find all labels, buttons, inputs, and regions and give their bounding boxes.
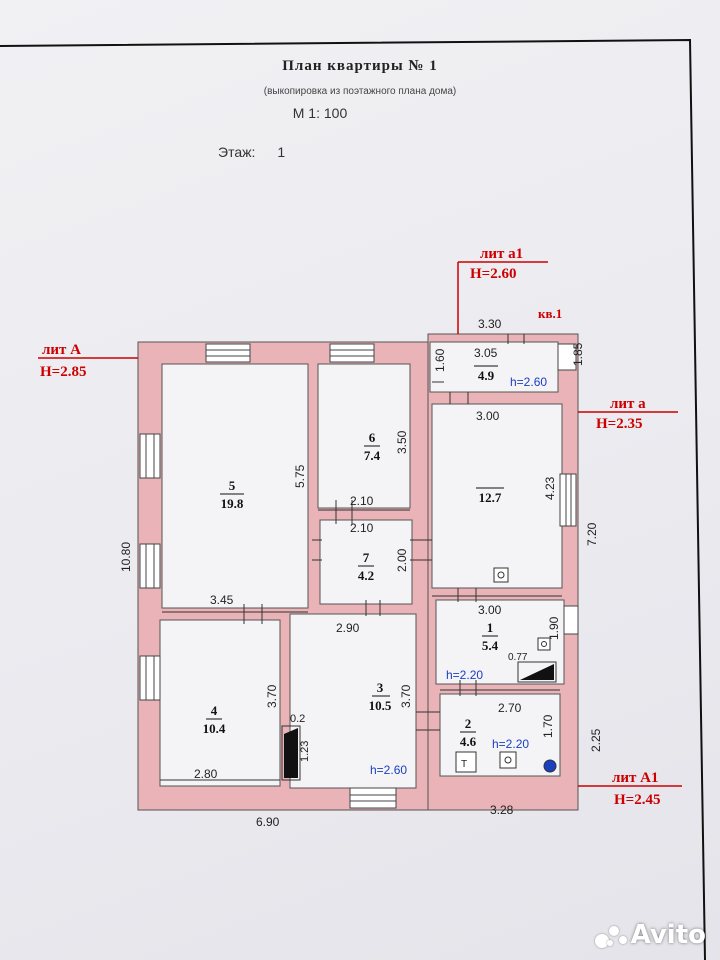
dim-2-00: 2.00 — [395, 548, 409, 572]
height-room-2: h=2.20 — [492, 737, 529, 751]
room-5-number: 5 — [229, 478, 236, 493]
liter-A1-name: лит А1 — [612, 770, 659, 786]
windows — [139, 343, 579, 809]
dim-0-77: 0.77 — [508, 652, 528, 663]
dim-5-75: 5.75 — [293, 464, 307, 488]
room-7-number: 7 — [363, 550, 370, 565]
liter-leaders — [38, 261, 682, 787]
dim-3-30: 3.30 — [478, 317, 502, 331]
room-4-9-area — [429, 341, 559, 393]
liter-a1-name: лит а1 — [480, 246, 523, 262]
room-7-area-value: 4.2 — [358, 568, 374, 583]
doors — [243, 334, 525, 731]
dim-2-80: 2.80 — [194, 767, 218, 781]
rooms-interior — [159, 341, 565, 789]
dim-4-23: 4.23 — [543, 476, 557, 500]
room-4-area-value: 10.4 — [203, 721, 226, 736]
dim-0-2: 0.2 — [290, 713, 305, 725]
room-4-area — [159, 619, 281, 787]
window-lines — [145, 349, 572, 802]
boiler-icon — [493, 567, 509, 583]
room-4-number: 4 — [211, 703, 218, 718]
room-5-area-value: 19.8 — [221, 496, 244, 511]
floor-label: Этаж: — [218, 144, 256, 160]
dim-2-70: 2.70 — [498, 701, 522, 715]
liter-a-name: лит а — [610, 396, 646, 412]
height-room-1: h=2.20 — [446, 668, 483, 682]
room-5-area — [161, 363, 309, 609]
liter-A1-height: Н=2.45 — [614, 792, 660, 808]
dim-6-90: 6.90 — [256, 815, 280, 829]
room-3-area-value: 10.5 — [369, 698, 392, 713]
dimension-labels: 3.30 3.05 1.60 1.85 3.00 4.23 7.20 3.00 … — [119, 317, 603, 829]
room-6-area — [317, 363, 411, 509]
dim-3-00-top: 3.00 — [476, 409, 500, 423]
height-room-3: h=2.60 — [370, 763, 407, 777]
liter-a-height: Н=2.35 — [596, 416, 642, 432]
room-7-area — [319, 519, 413, 605]
avito-logo-icon — [594, 924, 629, 948]
liter-a1-height: Н=2.60 — [470, 266, 516, 282]
dim-10-80: 10.80 — [119, 542, 133, 572]
chimney-icon — [284, 728, 298, 778]
dim-1-23: 1.23 — [299, 741, 311, 762]
dim-3-50: 3.50 — [395, 430, 409, 454]
floor-value: 1 — [277, 144, 286, 160]
dim-7-20: 7.20 — [585, 522, 599, 546]
dim-3-70-left: 3.70 — [265, 684, 279, 708]
room-label-underlines — [206, 365, 504, 733]
toilet-icon — [455, 751, 477, 773]
dim-1-90: 1.90 — [547, 616, 561, 640]
sink-icon — [537, 637, 551, 651]
avito-text: Avito — [630, 920, 706, 950]
height-room-4-9: h=2.60 — [510, 375, 547, 389]
dim-1-60: 1.60 — [433, 348, 447, 372]
room-1-number: 1 — [487, 620, 494, 635]
dim-2-10-upper: 2.10 — [350, 494, 374, 508]
avito-watermark: Avito — [594, 920, 706, 950]
room-3-number: 3 — [377, 680, 384, 695]
room-4-9-area-value: 4.9 — [478, 368, 495, 383]
room-6-number: 6 — [369, 430, 376, 445]
plan-scale: М 1: 100 — [292, 105, 348, 121]
dim-2-25: 2.25 — [589, 728, 603, 752]
fixtures — [281, 567, 557, 781]
dim-3-70-right: 3.70 — [399, 684, 413, 708]
dim-2-90: 2.90 — [336, 621, 360, 635]
dim-3-45: 3.45 — [210, 593, 234, 607]
room-2-area-value: 4.6 — [460, 734, 477, 749]
floor-line: Этаж: 1 — [218, 144, 285, 160]
room-12-7-area-value: 12.7 — [479, 490, 502, 505]
dim-3-28: 3.28 — [490, 803, 514, 817]
room-1-area-value: 5.4 — [482, 638, 499, 653]
room-12-7-area — [431, 403, 563, 589]
stove-icon — [520, 664, 554, 680]
dim-3-00-bottom: 3.00 — [478, 603, 502, 617]
room-2-number: 2 — [465, 716, 472, 731]
dim-2-10-lower: 2.10 — [350, 521, 374, 535]
liter-A-name: лит А — [42, 342, 81, 358]
dim-3-05: 3.05 — [474, 346, 498, 360]
dim-1-70: 1.70 — [541, 714, 555, 738]
room-6-area-value: 7.4 — [364, 448, 381, 463]
water-heater-icon — [499, 751, 517, 769]
apartment-label: кв.1 — [538, 306, 562, 321]
plan-title: План квартиры № 1 — [282, 58, 438, 74]
plan-subtitle: (выкопировка из поэтажного плана дома) — [263, 86, 457, 97]
room-3-area — [289, 613, 417, 789]
room-labels: 3 10.5 4 10.4 5 19.8 6 7.4 7 4.2 12.7 4.… — [203, 368, 502, 749]
gas-meter-icon — [543, 759, 557, 773]
liter-A-height: Н=2.85 — [40, 364, 86, 380]
toilet-label: T — [461, 759, 467, 770]
dim-1-85: 1.85 — [571, 342, 585, 366]
dimension-lines — [160, 509, 562, 781]
